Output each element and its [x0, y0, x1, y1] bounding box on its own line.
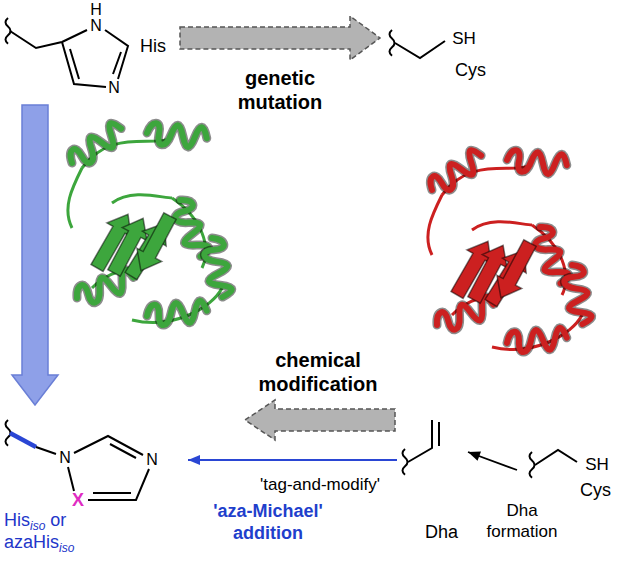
dha-structure	[403, 420, 440, 475]
edge-label: Dha formation	[477, 500, 567, 542]
bonds	[395, 41, 445, 58]
product-structure	[6, 420, 150, 500]
structure-node: Dha	[400, 410, 465, 547]
cys-structure	[530, 450, 578, 478]
arrow-line	[468, 452, 517, 470]
squiggle	[403, 449, 408, 475]
bonds	[10, 30, 128, 87]
atom-label: N	[55, 449, 75, 467]
arrow-body	[12, 105, 58, 405]
structure-node: His	[0, 0, 175, 100]
atom-label: N	[104, 79, 124, 97]
block-arrow	[180, 16, 380, 60]
red-protein	[426, 147, 593, 353]
edge-label: 'aza-Michael' addition	[198, 500, 338, 544]
text-line: Cys	[455, 60, 486, 81]
atom-label: X	[67, 490, 89, 510]
node-label: Cys	[580, 480, 611, 500]
modification-arrow	[245, 400, 395, 440]
annotation-label: chemical modification	[243, 348, 393, 396]
block-arrow	[12, 105, 58, 405]
node-label: iso	[30, 519, 45, 533]
squiggle	[390, 30, 395, 56]
text-line: Hisisoor	[4, 510, 66, 533]
atom-label: N	[142, 451, 162, 469]
arrow-head	[468, 451, 481, 460]
text-line: Cys	[580, 480, 611, 501]
squiggle	[530, 452, 535, 478]
node-label: His	[4, 510, 30, 530]
node-label: azaHis	[4, 532, 59, 552]
atom-label: H	[86, 1, 106, 19]
cys-structure	[390, 30, 446, 58]
squiggle	[6, 18, 11, 44]
reaction-arrow	[468, 451, 517, 470]
arrow-line	[188, 459, 397, 461]
bonds	[36, 436, 149, 500]
bonds	[408, 420, 439, 462]
atom-label: SH	[580, 456, 614, 474]
squiggle	[6, 420, 11, 446]
structure-node: Cys	[385, 5, 505, 90]
atom-label: SH	[447, 30, 481, 48]
text-line: His	[140, 36, 166, 57]
annotation-label: 'tag-and-modify'	[240, 474, 400, 495]
text-line: Dha	[425, 522, 458, 543]
new-bond	[10, 433, 36, 447]
structure-node: HisisoorazaHisiso	[0, 410, 185, 560]
arrow-head	[188, 455, 200, 465]
green-protein	[66, 120, 233, 326]
edge-label: genetic mutation	[205, 66, 355, 114]
node-label: Cys	[455, 60, 486, 80]
atom-label: N	[86, 17, 106, 35]
node-label: iso	[59, 541, 74, 555]
node-label: His	[140, 36, 166, 56]
node-label: Dha	[425, 522, 458, 542]
bonds	[535, 450, 577, 465]
node-label: or	[50, 510, 66, 530]
reaction-arrow	[188, 455, 397, 465]
arrow-body	[180, 16, 380, 60]
text-line: azaHisiso	[4, 532, 74, 555]
his-structure	[6, 18, 129, 87]
